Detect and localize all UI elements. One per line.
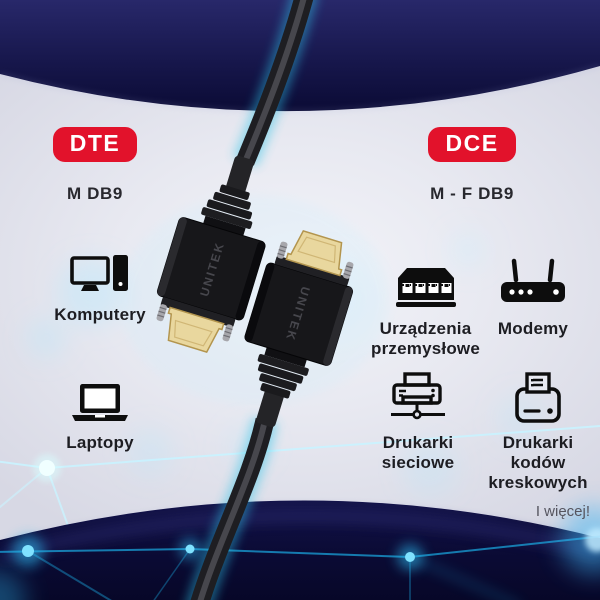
- device-label-line: sieciowe: [381, 453, 455, 472]
- network-nodes-dark: [0, 506, 600, 600]
- dce-section: DCE M - F DB9: [412, 127, 532, 204]
- desktop-computer-icon: [70, 255, 128, 291]
- device-modemy: Modemy: [486, 256, 580, 339]
- device-label: Laptopy: [66, 433, 134, 452]
- barcode-printer-icon: [515, 372, 561, 423]
- dte-badge: DTE: [52, 127, 138, 163]
- modem-icon: [501, 258, 565, 302]
- dte-section: DTE M DB9: [35, 127, 155, 204]
- network-node: [39, 460, 55, 476]
- device-label-line: Drukarki: [502, 433, 574, 452]
- device-urzadzenia-przemyslowe: Urządzenia przemysłowe: [368, 256, 483, 359]
- cable-top: [232, 0, 318, 168]
- device-laptopy: Laptopy: [40, 384, 160, 453]
- cable-bottom: [186, 417, 279, 600]
- device-label-line: Modemy: [497, 319, 569, 338]
- device-komputery: Komputery: [40, 250, 160, 325]
- laptop-icon: [72, 384, 128, 421]
- device-label-line: kreskowych: [488, 473, 588, 492]
- device-label-line: przemysłowe: [371, 339, 480, 358]
- industrial-device-icon: [395, 268, 456, 307]
- network-lines-dark: [0, 535, 600, 600]
- dce-connector-type: M - F DB9: [430, 184, 514, 204]
- dte-connector-type: M DB9: [67, 184, 123, 204]
- device-label-line: Urządzenia: [379, 319, 472, 338]
- device-label: Komputery: [54, 305, 146, 324]
- device-label-line: Drukarki: [382, 433, 454, 452]
- more-label: I więcej!: [535, 503, 590, 520]
- device-label-line: kodów: [510, 453, 566, 472]
- dce-badge: DCE: [428, 127, 516, 163]
- device-drukarki-sieciowe: Drukarki sieciowe: [362, 372, 474, 473]
- network-printer-icon: [391, 372, 445, 420]
- device-drukarki-kodow: Drukarki kodów kreskowych: [482, 372, 594, 493]
